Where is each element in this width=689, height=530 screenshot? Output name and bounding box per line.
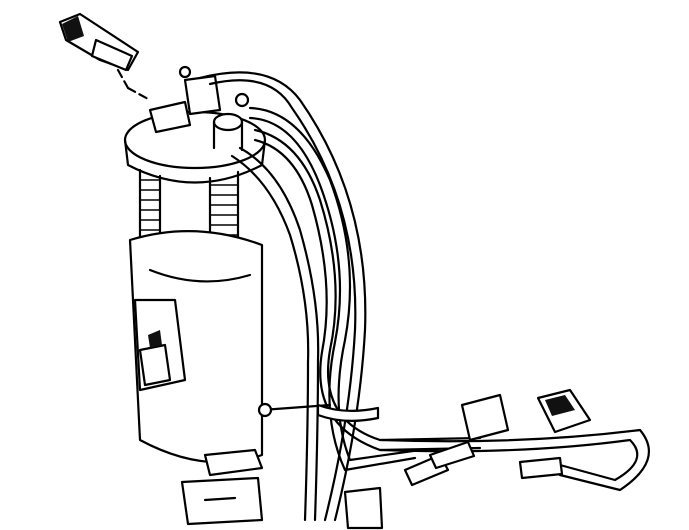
module-top-flange bbox=[123, 65, 267, 184]
fuel-lines bbox=[198, 71, 650, 522]
pressure-sensor bbox=[58, 12, 152, 102]
fuel-reservoir bbox=[128, 230, 332, 526]
hose-connectors bbox=[343, 388, 592, 530]
